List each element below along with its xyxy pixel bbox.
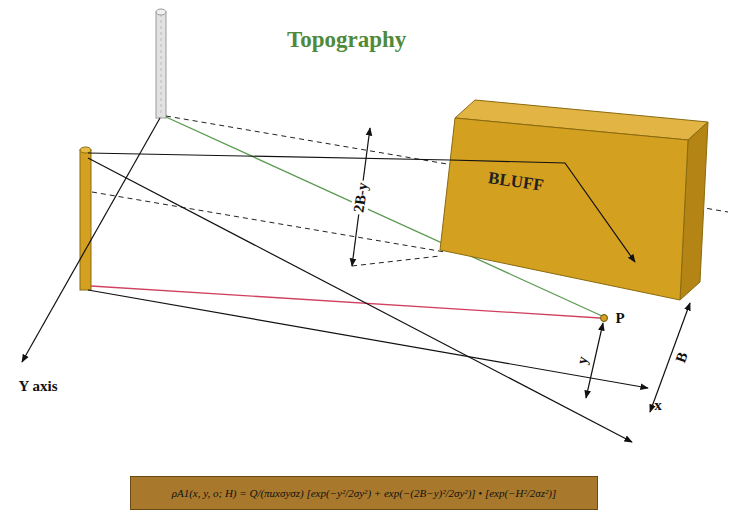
bluff-shape (438, 98, 710, 304)
formula-band: ρA1(x, y, o; H) = Q/(πuxσyσz) [exp(−y²/2… (130, 476, 598, 510)
plume-ray (88, 153, 450, 160)
receptor-point (601, 315, 608, 322)
red-ray (91, 286, 600, 318)
dimension-label: y (573, 353, 592, 368)
grey-stack (156, 9, 166, 118)
axis-label: Y axis (16, 378, 59, 395)
bluff-block: BLUFF (438, 98, 710, 304)
formula: ρA1(x, y, o; H) = Q/(πuxσyσz) [exp(−y²/2… (172, 487, 557, 499)
x-axis (88, 290, 648, 388)
dimension-label: B (672, 348, 693, 367)
plume-arrow (450, 160, 635, 262)
orange-stack (80, 147, 91, 290)
axis-label: x (652, 397, 664, 414)
point-label: P (613, 310, 626, 327)
y-axis (22, 118, 160, 362)
title: Topography (287, 28, 406, 51)
